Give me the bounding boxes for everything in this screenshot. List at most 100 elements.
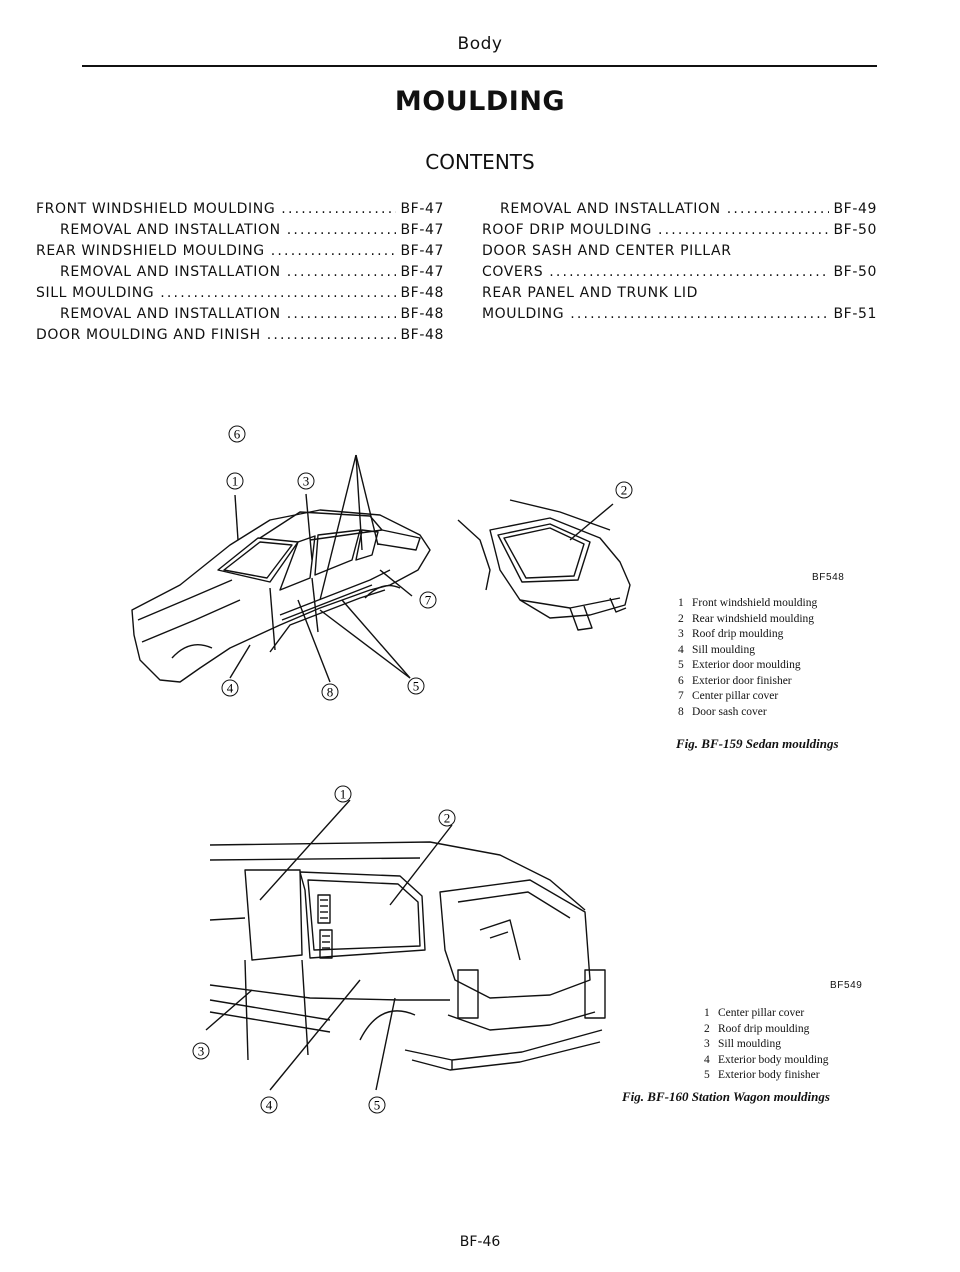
toc-entry[interactable]: REMOVAL AND INSTALLATION ...............… [60,222,444,242]
toc-leader: .................................. [270,243,397,259]
svg-text:3: 3 [303,474,310,489]
callout-2: 2 [437,808,457,832]
toc-leader: ........................................… [570,306,830,322]
callout-3: 3 [191,1041,211,1065]
svg-text:2: 2 [621,483,628,498]
svg-text:1: 1 [232,474,239,489]
callout-7: 7 [418,590,438,614]
toc-entry-label: DOOR MOULDING AND FINISH [36,327,261,343]
toc-entry-label: REAR WINDSHIELD MOULDING [36,243,265,259]
station-wagon-illustration [190,800,620,1100]
toc-leader: .................................. [286,306,397,322]
callout-5: 5 [367,1095,387,1119]
toc-entry[interactable]: SILL MOULDING ..........................… [36,285,444,305]
header-rule [82,65,877,67]
callout-3: 3 [296,471,316,495]
toc-entry-page: BF-51 [833,306,877,322]
toc-entry-label: MOULDING [482,306,565,322]
toc-entry-page: BF-48 [400,306,444,322]
toc-leader: .................................. [726,201,830,217]
svg-text:5: 5 [413,679,420,694]
callout-8: 8 [320,682,340,706]
figure-caption: Fig. BF-160 Station Wagon mouldings [622,1089,830,1104]
toc-entry-label: REMOVAL AND INSTALLATION [60,264,281,280]
toc-entry[interactable]: REAR PANEL AND TRUNK LID [482,285,877,305]
svg-text:8: 8 [327,685,334,700]
callout-4: 4 [259,1095,279,1119]
callout-1: 1 [225,471,245,495]
toc-entry-label: REMOVAL AND INSTALLATION [500,201,721,217]
callout-1: 1 [333,784,353,808]
figure-caption: Fig. BF-159 Sedan mouldings [676,736,839,751]
toc-entry[interactable]: MOULDING ...............................… [482,306,877,326]
toc-leader: .................................. [286,222,397,238]
toc-entry[interactable]: COVERS .................................… [482,264,877,284]
figure-code: BF549 [830,980,863,991]
svg-text:1: 1 [340,787,347,802]
toc-entry[interactable]: REMOVAL AND INSTALLATION ...............… [60,306,444,326]
toc-entry[interactable]: REMOVAL AND INSTALLATION ...............… [500,201,877,221]
toc-entry-label: DOOR SASH AND CENTER PILLAR [482,243,732,259]
svg-text:2: 2 [444,811,451,826]
toc-leader: ........................................… [549,264,829,280]
page-number: BF-46 [459,1234,501,1250]
toc-entry-page: BF-47 [400,264,444,280]
toc-entry-label: ROOF DRIP MOULDING [482,222,652,238]
toc-entry-page: BF-48 [400,285,444,301]
toc-entry-page: BF-47 [400,201,444,217]
callout-4: 4 [220,678,240,702]
callout-5: 5 [406,676,426,700]
toc-entry-page: BF-48 [400,327,444,343]
toc-entry-label: COVERS [482,264,544,280]
toc-entry[interactable]: ROOF DRIP MOULDING .....................… [482,222,877,242]
toc-entry-page: BF-47 [400,243,444,259]
callout-6: 6 [227,424,247,448]
sedan-illustration [120,420,450,720]
toc-leader: .................................. [286,264,397,280]
toc-entry-page: BF-50 [833,264,877,280]
toc-leader: .................................. [657,222,829,238]
toc-entry-page: BF-47 [400,222,444,238]
contents-heading: CONTENTS [425,150,535,174]
toc-entry[interactable]: DOOR MOULDING AND FINISH ...............… [36,327,444,347]
toc-leader: .................................. [266,327,397,343]
svg-text:4: 4 [266,1098,273,1113]
toc-entry-label: FRONT WINDSHIELD MOULDING [36,201,276,217]
svg-text:5: 5 [374,1098,381,1113]
toc-entry-label: REMOVAL AND INSTALLATION [60,222,281,238]
toc-entry-page: BF-49 [833,201,877,217]
toc-entry-label: REMOVAL AND INSTALLATION [60,306,281,322]
toc-entry[interactable]: REMOVAL AND INSTALLATION ...............… [60,264,444,284]
svg-text:4: 4 [227,681,234,696]
sedan-rear-illustration [450,490,650,640]
callout-2: 2 [614,480,634,504]
toc-entry-label: SILL MOULDING [36,285,155,301]
toc-leader: ........................................… [160,285,396,301]
toc-entry-page: BF-50 [833,222,877,238]
figure-code: BF548 [812,572,845,583]
toc-entry[interactable]: REAR WINDSHIELD MOULDING ...............… [36,243,444,263]
svg-text:7: 7 [425,593,432,608]
svg-text:3: 3 [198,1044,205,1059]
toc-entry-label: REAR PANEL AND TRUNK LID [482,285,699,301]
page-title: MOULDING [394,86,566,117]
toc-leader: .................................. [281,201,396,217]
toc-entry[interactable]: DOOR SASH AND CENTER PILLAR [482,243,877,263]
svg-text:6: 6 [234,427,241,442]
section-header: Body [457,34,503,54]
toc-entry[interactable]: FRONT WINDSHIELD MOULDING ..............… [36,201,444,221]
